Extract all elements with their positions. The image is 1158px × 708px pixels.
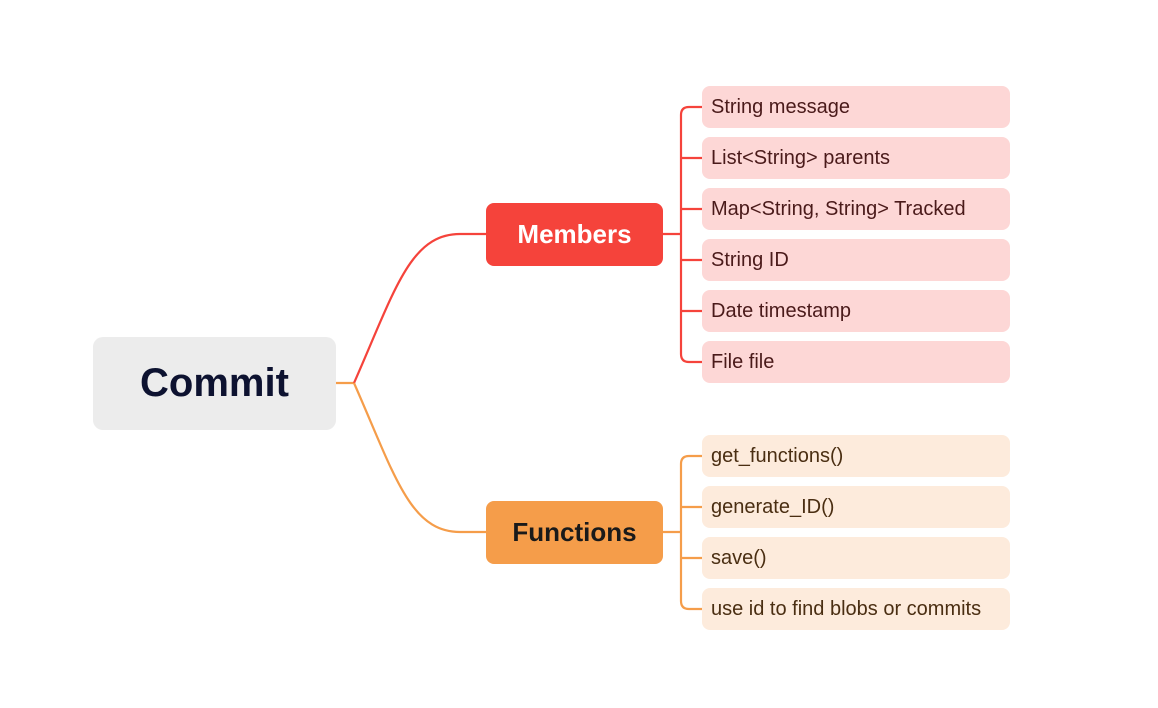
leaf-label: generate_ID() bbox=[711, 495, 835, 518]
leaf-label: Date timestamp bbox=[711, 299, 852, 322]
connector-root-functions bbox=[352, 382, 486, 534]
leaf-node-members[interactable]: File file bbox=[702, 341, 1010, 383]
leaf-node-members[interactable]: Date timestamp bbox=[702, 290, 1010, 332]
leaf-node-functions[interactable]: get_functions() bbox=[702, 435, 1010, 477]
leaf-node-functions[interactable]: save() bbox=[702, 537, 1010, 579]
leaf-label: save() bbox=[711, 546, 767, 569]
leaf-label: Map<String, String> Tracked bbox=[711, 197, 966, 220]
connector-root-members bbox=[352, 232, 486, 384]
branch-label-members: Members bbox=[517, 219, 632, 249]
connector-functions-leaf-link bbox=[679, 600, 702, 611]
branch-label-functions: Functions bbox=[512, 517, 637, 547]
leaf-label: get_functions() bbox=[711, 444, 844, 467]
root-node-commit[interactable]: Commit bbox=[93, 337, 336, 430]
connector-members-leaf-link bbox=[679, 105, 702, 116]
connector-members-leaf-link bbox=[679, 353, 702, 364]
leaf-node-members[interactable]: String ID bbox=[702, 239, 1010, 281]
branch-node-functions[interactable]: Functions bbox=[486, 501, 663, 564]
leaf-node-functions[interactable]: use id to find blobs or commits bbox=[702, 588, 1010, 630]
branch-node-members[interactable]: Members bbox=[486, 203, 663, 266]
leaf-label: File file bbox=[711, 350, 775, 373]
leaf-node-members[interactable]: String message bbox=[702, 86, 1010, 128]
leaf-label: String message bbox=[711, 95, 850, 118]
connector-functions-leaf-link bbox=[679, 454, 702, 465]
root-label: Commit bbox=[140, 361, 289, 405]
leaf-node-functions[interactable]: generate_ID() bbox=[702, 486, 1010, 528]
leaf-label: List<String> parents bbox=[711, 146, 890, 169]
leaf-node-members[interactable]: List<String> parents bbox=[702, 137, 1010, 179]
leaf-node-members[interactable]: Map<String, String> Tracked bbox=[702, 188, 1010, 230]
leaf-label: use id to find blobs or commits bbox=[711, 597, 982, 620]
leaf-label: String ID bbox=[711, 248, 789, 271]
